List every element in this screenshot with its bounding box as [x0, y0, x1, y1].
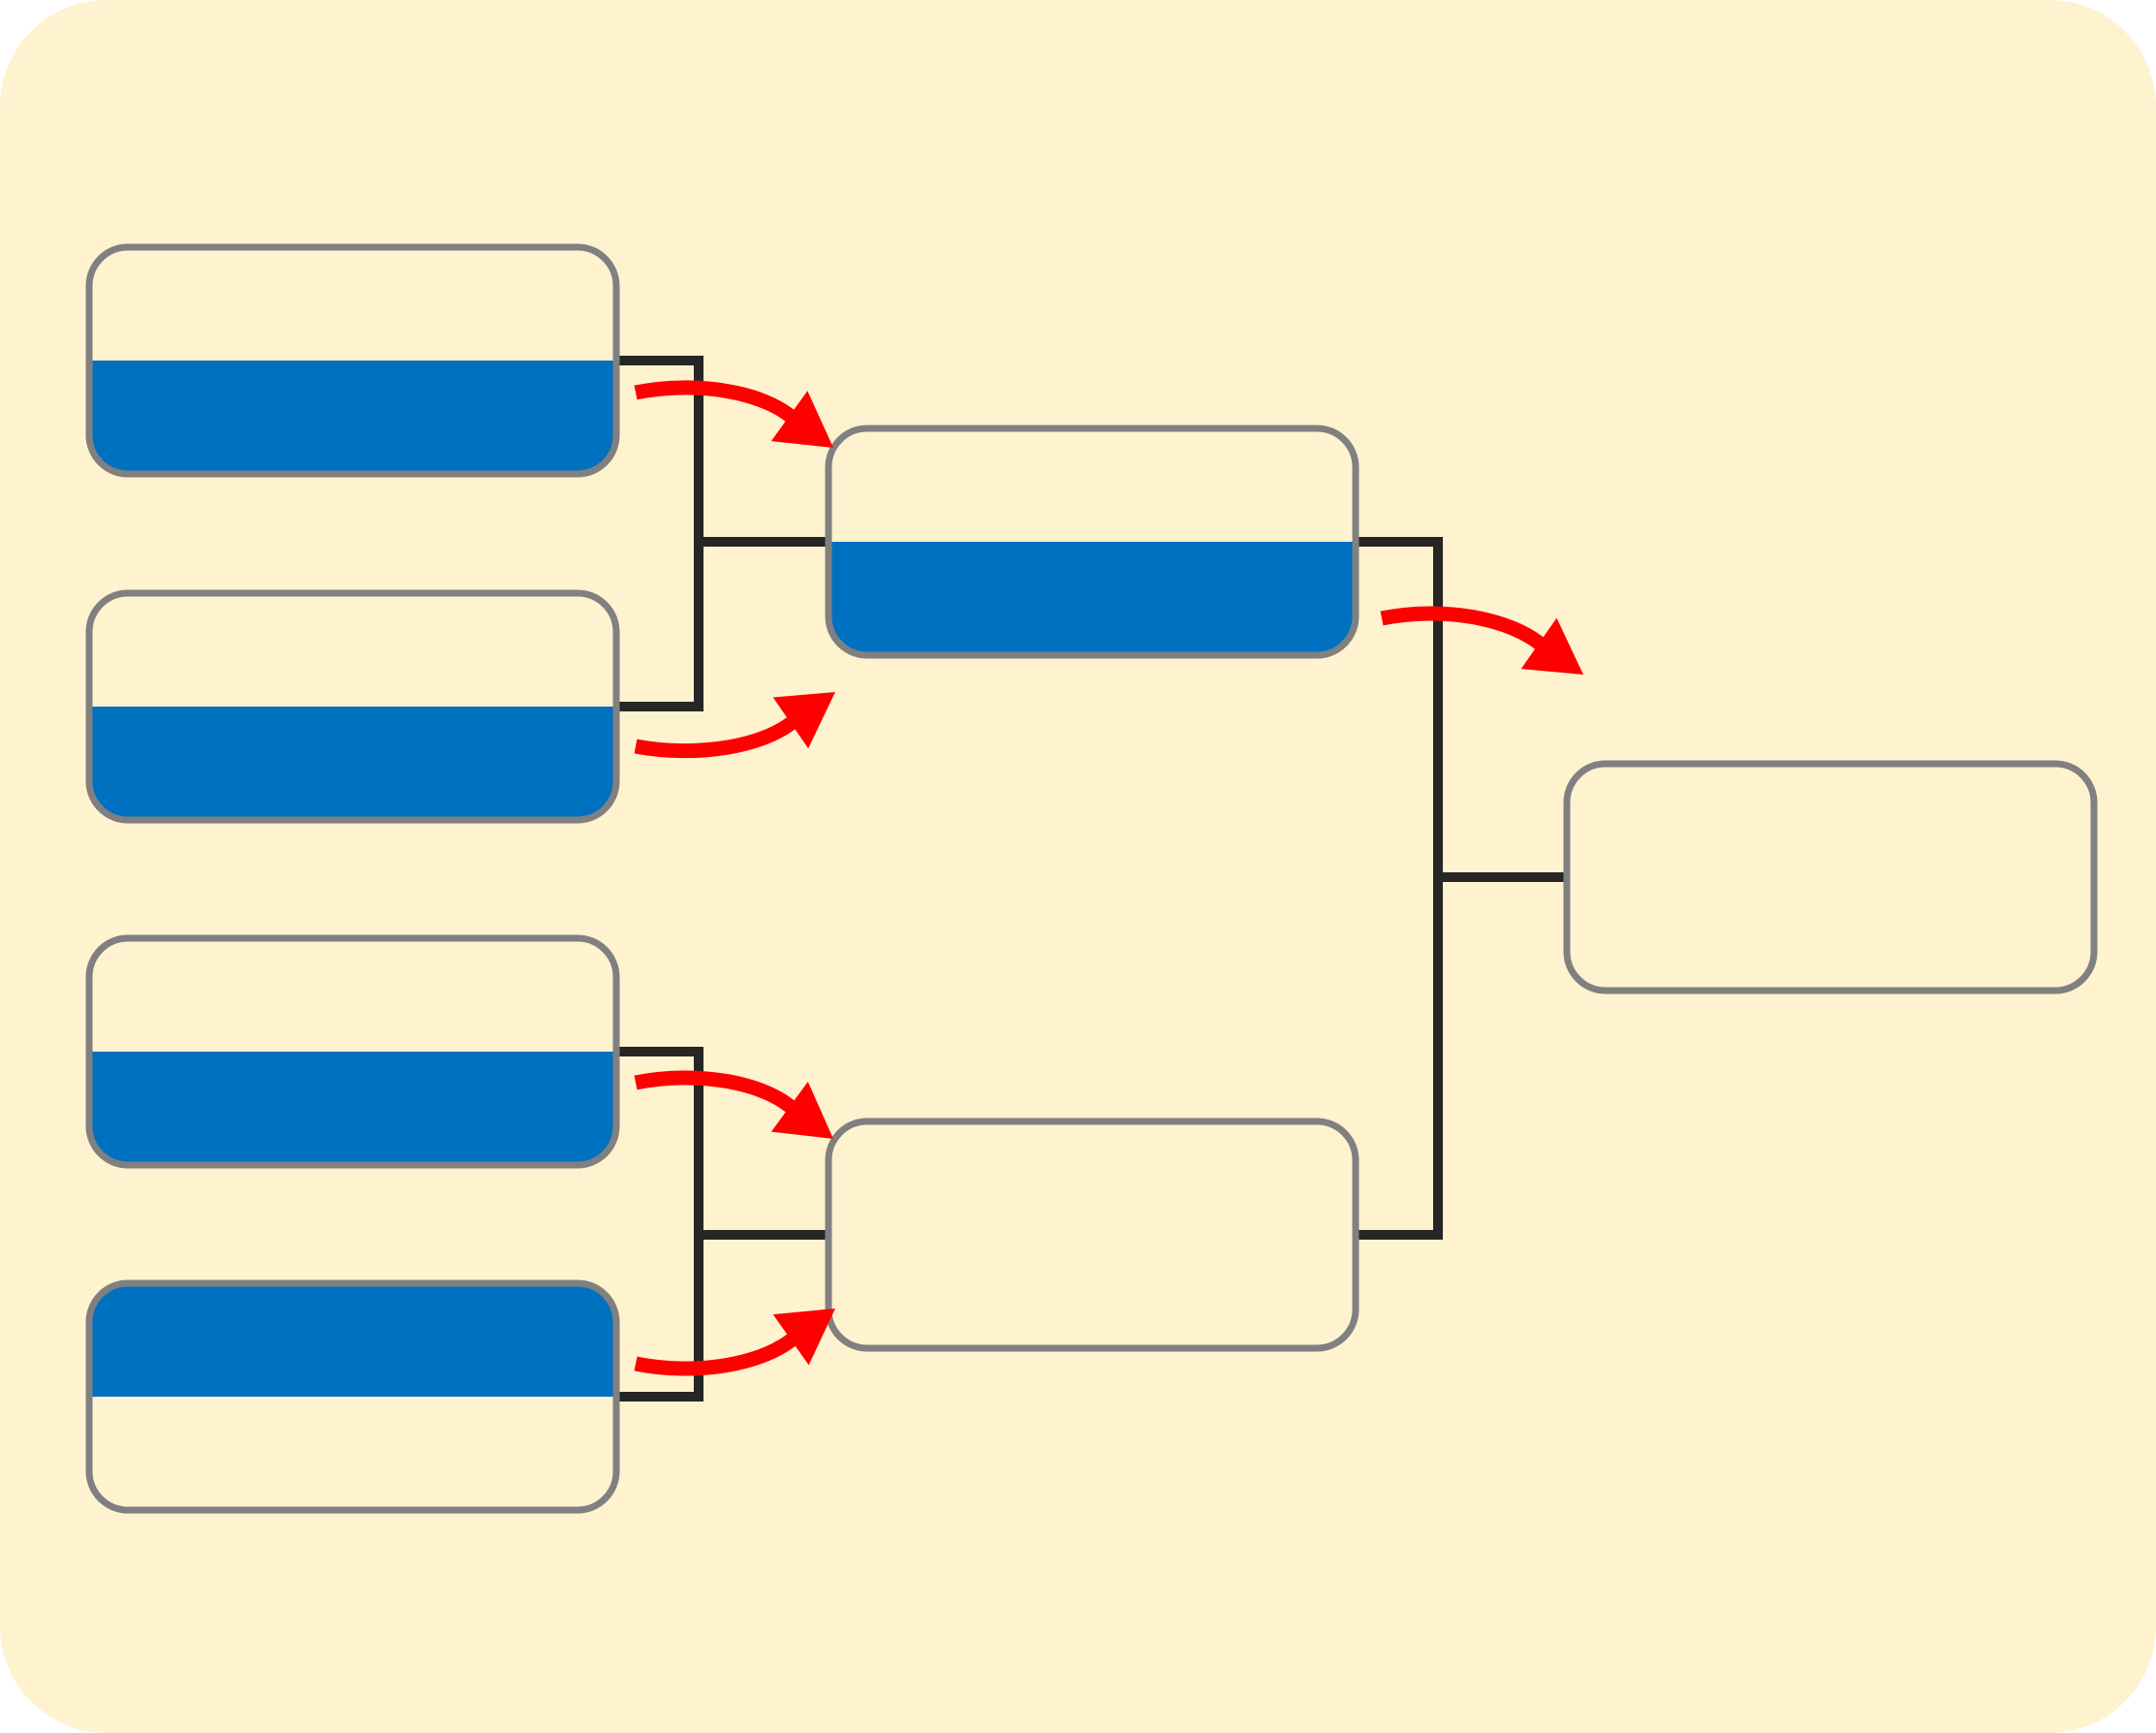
arrow-r1-m1-to-r2-m1 — [634, 380, 833, 448]
empty-slot-2 — [1567, 877, 2094, 991]
final-final-match — [1563, 760, 2098, 994]
advance-arrows-layer — [634, 380, 1583, 1376]
arrow-shaft — [634, 1331, 801, 1376]
round-1-r1-match-3 — [85, 934, 620, 1169]
match-box-border — [85, 1279, 620, 1514]
match-box-border — [85, 589, 620, 824]
arrow-head — [772, 1308, 835, 1366]
arrow-head — [1520, 617, 1583, 675]
match-box-border — [1563, 760, 2098, 994]
round-1-r1-match-2 — [85, 589, 620, 824]
arrow-head — [770, 1082, 833, 1139]
arrow-r1-m4-to-r2-m2 — [634, 1308, 835, 1376]
round-2-r2-match-1 — [825, 425, 1359, 659]
arrow-shaft — [634, 1070, 799, 1117]
connector-r2-pair — [1356, 537, 1567, 1240]
arrow-shaft — [634, 380, 799, 425]
empty-slot-1 — [828, 1121, 1356, 1235]
empty-slot-1 — [89, 593, 616, 707]
arrow-shaft — [1380, 606, 1549, 653]
round-1-r1-match-4 — [85, 1279, 620, 1514]
winner-slot-2 — [89, 707, 616, 820]
empty-slot-2 — [828, 1235, 1356, 1348]
empty-slot-1 — [89, 938, 616, 1052]
arrow-shaft — [634, 713, 800, 759]
match-box-border — [85, 243, 620, 478]
empty-slot-1 — [828, 428, 1356, 542]
winner-slot-2 — [89, 1052, 616, 1165]
connector-r1-top-pair — [616, 356, 828, 711]
empty-slot-1 — [1567, 764, 2094, 877]
round-2-r2-match-2 — [825, 1118, 1359, 1352]
arrow-r2-m1-to-final — [1380, 606, 1583, 675]
winner-slot-1 — [89, 1283, 616, 1397]
arrow-r1-m3-to-r2-m2 — [634, 1070, 833, 1139]
connector-r1-bottom-pair — [616, 1047, 828, 1402]
winner-slot-2 — [828, 542, 1356, 655]
empty-slot-2 — [89, 1397, 616, 1510]
match-box-border — [85, 934, 620, 1169]
connectors-layer — [616, 356, 1567, 1402]
match-box-border — [825, 1118, 1359, 1352]
arrow-head — [772, 692, 835, 749]
empty-slot-1 — [89, 247, 616, 361]
match-boxes-layer — [85, 243, 2098, 1514]
match-box-border — [825, 425, 1359, 659]
arrow-head — [770, 391, 833, 448]
round-1-r1-match-1 — [85, 243, 620, 478]
arrow-r1-m2-to-r2-m1 — [634, 692, 835, 759]
winner-slot-2 — [89, 361, 616, 474]
